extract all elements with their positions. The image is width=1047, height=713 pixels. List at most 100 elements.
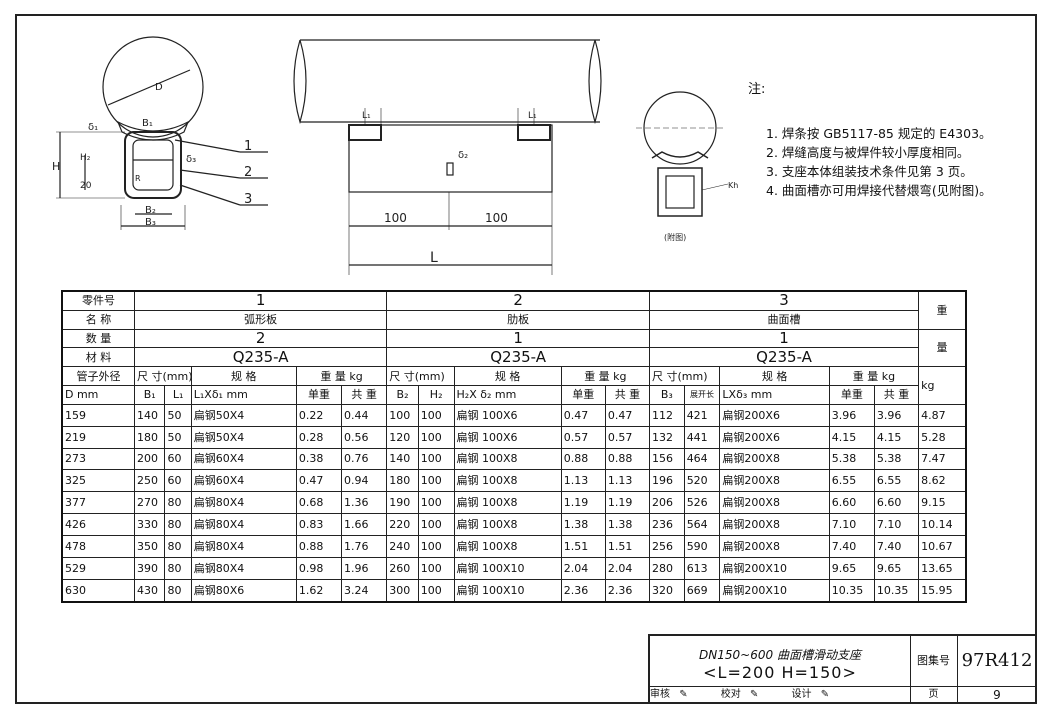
cell: 规 格 [453,366,562,386]
cell-label: 材 料 [61,347,136,368]
table-cell: 9.65 [828,557,875,580]
cell: L₁Xδ₁ mm [190,384,297,405]
table-cell: 669 [683,578,721,603]
drawing-title: DN150~600 曲面槽滑动支座 <L=200 H=150> [650,636,911,687]
table-cell: 7.10 [873,513,920,537]
table-cell: 0.68 [295,491,343,515]
table-cell: 1.19 [560,491,606,515]
label-delta3: δ₃ [186,154,196,165]
table-cell: 2.36 [604,578,651,603]
table-cell: 426 [61,513,136,537]
table-cell: 扁钢60X4 [190,469,297,493]
table-cell: 100 [417,491,455,515]
table-cell: 0.76 [341,447,388,471]
table-cell: 564 [683,513,721,537]
table-cell: 8.62 [918,469,967,493]
table-cell: 扁钢200X8 [719,535,830,559]
arc-plate-right [517,124,551,141]
table-cell: 扁钢60X4 [190,447,297,471]
table-cell: 10.14 [918,513,967,537]
cell: 2 [386,290,651,311]
cell-label: 名 称 [61,309,136,330]
row-name: 名 称 弧形板 肋板 曲面槽 [61,309,966,330]
table-cell: 120 [386,425,419,449]
table-cell: 236 [649,513,685,537]
dim-L: L [430,250,438,266]
table-cell: 扁钢 100X6 [453,403,562,427]
table-cell: 613 [683,557,721,580]
callout-1: 1 [244,139,252,154]
row-qty: 数 量 2 1 1 量 [61,328,967,368]
page-number: 9 [993,688,1001,702]
table-cell: 扁钢50X4 [190,425,297,449]
table-cell: 1.19 [604,491,651,515]
table-cell: 430 [134,578,166,603]
table-cell: 0.57 [604,425,651,449]
table-cell: 390 [134,557,166,580]
cell-weight-header2: 量 [918,328,967,368]
table-cell: 扁钢 100X6 [453,425,562,449]
table-cell: 140 [386,447,419,471]
table-cell: 5.38 [828,447,875,471]
table-cell: 0.88 [295,535,343,559]
pipe-section-right [643,91,717,165]
cell: B₃ [649,384,685,405]
table-cell: 1.36 [341,491,388,515]
review-label: 审核 [650,689,670,700]
review-signature: ✎ [679,689,688,700]
table-cell: 2.04 [604,557,651,580]
label-delta2: δ₂ [458,150,468,161]
table-cell: 10.35 [873,578,920,603]
cell-weight-unit: kg [918,366,967,405]
table-cell: 4.15 [828,425,875,449]
table-cell: 100 [417,535,455,559]
table-cell: 140 [134,403,166,427]
table-cell: 扁钢50X4 [190,403,297,427]
table-cell: 320 [649,578,685,603]
label-H: H [52,160,60,173]
table-cell: 7.10 [828,513,875,537]
label-R: R [135,174,141,183]
label-L1-right: L₁ [528,111,537,121]
table-cell: 扁钢80X4 [190,491,297,515]
cell: 管子外径 [61,366,136,386]
label-Kh: Kh [728,181,738,190]
table-cell: 扁钢 100X8 [453,491,562,515]
cell: B₁ [134,384,166,405]
table-cell: 0.44 [341,403,388,427]
cell: Q235-A [134,347,388,368]
callout-3: 3 [244,192,252,207]
table-cell: 1.62 [295,578,343,603]
table-cell: 6.55 [828,469,875,493]
table-cell: 9.15 [918,491,967,515]
technical-drawing: D δ₁ B₁ δ₃ H H₂ 20 R B₂ B₃ 1 2 3 L₁ L₁ δ… [52,36,738,275]
table-cell: 330 [134,513,166,537]
table-cell: 421 [683,403,721,427]
table-cell: 180 [386,469,419,493]
table-cell: 1.38 [560,513,606,537]
table-cell: 520 [683,469,721,493]
table-cell: 1.51 [560,535,606,559]
table-cell: 1.13 [560,469,606,493]
row-part-no: 零件号 1 2 3 重 [61,290,967,330]
table-cell: 100 [417,403,455,427]
table-cell: 扁钢80X4 [190,535,297,559]
set-number: 97R412 [957,636,1037,687]
note-item: 2. 焊缝高度与被焊件较小厚度相同。 [766,145,970,160]
table-cell: 扁钢200X10 [719,578,830,603]
cell-weight-header: 重 [918,290,967,330]
table-cell: 100 [417,557,455,580]
cell: 2 [134,328,388,349]
table-cell: 50 [164,425,192,449]
dim-100-right: 100 [485,211,508,225]
cell: L₁ [164,384,192,405]
table-cell: 206 [649,491,685,515]
caption-fig: (附图) [664,232,686,242]
table-cell: 526 [683,491,721,515]
table-cell: 219 [61,425,136,449]
support-body [348,124,553,193]
table-cell: 0.94 [341,469,388,493]
